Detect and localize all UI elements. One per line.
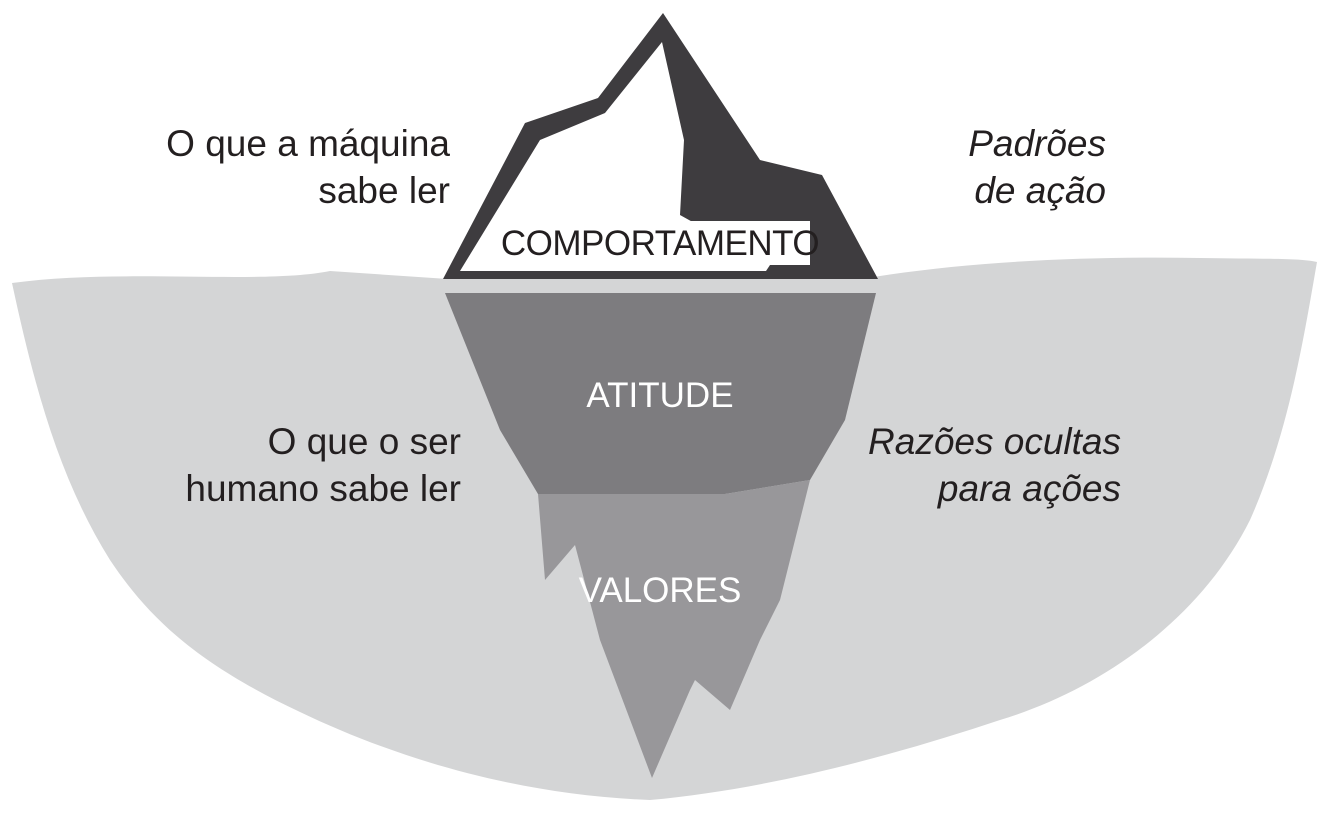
iceberg-attitude-layer bbox=[445, 293, 876, 494]
hidden-reasons-line-2: para ações bbox=[937, 467, 1121, 509]
action-patterns-label: Padrões de ação bbox=[968, 121, 1106, 215]
machine-reads-line-1: O que a máquina bbox=[166, 123, 450, 164]
hidden-reasons-line-1: Razões ocultas bbox=[868, 421, 1121, 462]
values-layer-label: VALORES bbox=[578, 571, 742, 610]
behavior-layer-label: COMPORTAMENTO bbox=[501, 221, 820, 265]
machine-reads-label: O que a máquina sabe ler bbox=[166, 121, 450, 215]
hidden-reasons-label: Razões ocultas para ações bbox=[868, 419, 1121, 513]
attitude-layer-label: ATITUDE bbox=[586, 376, 734, 415]
iceberg-values-layer bbox=[538, 480, 810, 778]
human-reads-label: O que o ser humano sabe ler bbox=[185, 419, 461, 513]
action-patterns-line-2: de ação bbox=[974, 169, 1106, 211]
machine-reads-line-2: sabe ler bbox=[318, 169, 450, 211]
human-reads-line-2: humano sabe ler bbox=[185, 467, 461, 509]
human-reads-line-1: O que o ser bbox=[267, 421, 461, 462]
iceberg-tip-face bbox=[460, 42, 770, 271]
action-patterns-line-1: Padrões bbox=[968, 123, 1106, 164]
